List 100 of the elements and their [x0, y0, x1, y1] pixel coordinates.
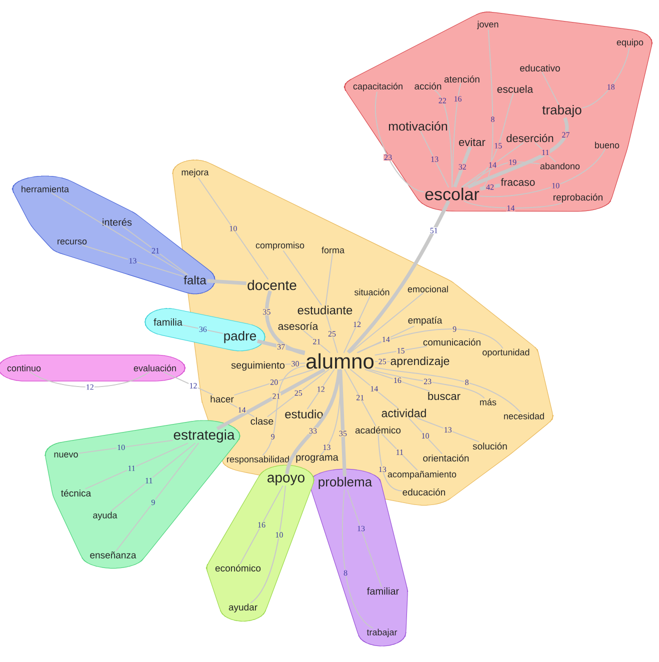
link-line — [364, 369, 430, 392]
keyword-label: interés — [102, 218, 132, 226]
keyword-label: escuela — [497, 85, 534, 93]
link-line — [378, 434, 402, 492]
keyword-label: escolar — [425, 188, 480, 200]
link-line — [356, 328, 504, 353]
keyword-label: estudiante — [298, 306, 352, 314]
edge-label: 12 — [188, 382, 198, 389]
edge-label: 14 — [237, 406, 246, 414]
edge-label: 8 — [490, 116, 496, 123]
link-line — [464, 200, 562, 209]
keyword-label: abandono — [540, 162, 580, 170]
link-line — [198, 178, 268, 280]
keyword-label: acompañamiento — [388, 470, 456, 480]
link-line — [265, 290, 306, 356]
keyword-label: motivación — [388, 121, 448, 131]
link-line — [207, 279, 246, 286]
link-line — [182, 324, 224, 334]
keyword-label: necesidad — [504, 412, 544, 420]
edge-label: 10 — [274, 532, 284, 538]
link-line — [51, 192, 187, 276]
link-line — [350, 292, 424, 353]
keyword-label: buscar — [428, 392, 460, 400]
keyword-label: alumno — [306, 353, 374, 369]
keyword-label: docente — [248, 280, 296, 290]
link-line — [408, 418, 442, 454]
keyword-label: forma — [322, 246, 344, 254]
link-line — [452, 82, 462, 188]
link-line — [163, 372, 214, 396]
link-line — [534, 142, 556, 162]
link-line — [453, 146, 472, 188]
link-line — [262, 365, 306, 456]
link-line — [462, 162, 540, 188]
keyword-label: trabajo — [542, 104, 582, 118]
edge-label: 9 — [150, 499, 156, 506]
link-line — [285, 369, 342, 474]
link-line — [346, 200, 450, 354]
keyword-label: hacer — [210, 396, 234, 402]
keyword-label: joven — [477, 20, 498, 30]
edge-label: 10 — [420, 432, 430, 440]
link-line — [307, 369, 335, 410]
link-line — [369, 369, 485, 398]
edge-label: 8 — [464, 379, 470, 386]
keyword-label: fracaso — [500, 178, 535, 186]
keyword-label: trabajar — [366, 628, 398, 638]
link-line — [122, 226, 188, 276]
link-line — [461, 142, 524, 188]
keyword-label: responsabilidad — [227, 456, 289, 464]
link-line — [480, 184, 500, 191]
keyword-label: atención — [444, 75, 480, 83]
edge-label: 25 — [378, 358, 387, 365]
link-line — [30, 372, 150, 388]
link-line — [480, 148, 606, 198]
link-line — [234, 369, 314, 396]
cluster-region — [344, 12, 653, 212]
link-line — [325, 254, 333, 306]
link-line — [542, 72, 559, 105]
keyword-label: familia — [154, 318, 182, 326]
keyword-label: deserción — [506, 134, 554, 142]
keyword-label: educación — [402, 488, 446, 496]
edge-label: 12 — [85, 384, 94, 390]
edge-label: 10 — [228, 225, 238, 232]
keyword-label: solución — [472, 442, 507, 450]
keyword-label: herramienta — [22, 186, 69, 192]
keyword-label: programa — [296, 455, 338, 463]
keyword-label: apoyo — [268, 474, 304, 486]
keyword-label: académico — [355, 426, 401, 434]
keyword-label: oportunidad — [482, 348, 530, 358]
link-line — [342, 489, 374, 628]
cluster-region — [206, 464, 314, 622]
keyword-label: emocional — [408, 286, 448, 292]
keyword-label: orientación — [423, 454, 469, 462]
link-line — [374, 346, 427, 356]
link-line — [358, 326, 414, 353]
edge-label: 27 — [561, 132, 570, 138]
link-line — [375, 92, 424, 192]
keyword-label: nuevo — [54, 452, 78, 458]
edge-label: 9 — [452, 326, 458, 332]
link-line — [338, 369, 347, 476]
link-line — [110, 442, 196, 512]
link-line — [240, 486, 284, 564]
link-line — [344, 369, 376, 426]
link-line — [303, 330, 330, 353]
edge-label: 8 — [342, 570, 348, 576]
edge-label: 16 — [453, 96, 462, 102]
keyword-label: acción — [414, 82, 442, 90]
link-line — [116, 442, 199, 552]
link-line — [416, 418, 480, 442]
keyword-label: estrategia — [174, 429, 235, 443]
keyword-label: más — [480, 398, 496, 406]
link-line — [85, 442, 188, 490]
edge-label: 35 — [262, 308, 272, 316]
keyword-label: situación — [354, 288, 390, 296]
cluster-region — [12, 176, 216, 294]
keyword-label: equipo — [616, 38, 644, 48]
keyword-label: seguimiento — [231, 361, 285, 371]
keyword-label: técnica — [61, 489, 92, 497]
link-line — [283, 250, 322, 306]
link-line — [466, 93, 514, 188]
keyword-label: compromiso — [256, 242, 304, 250]
